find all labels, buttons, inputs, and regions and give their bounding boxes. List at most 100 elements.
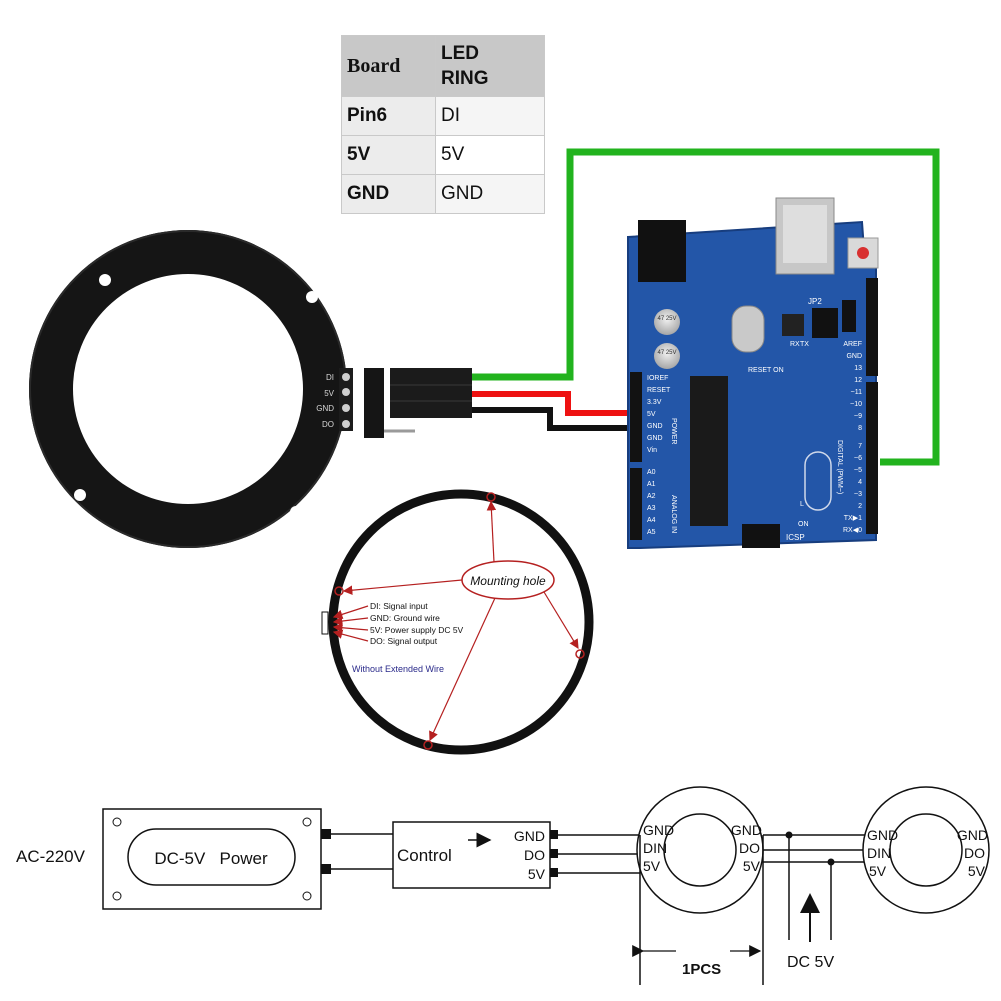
table-cell-ring: 5V — [435, 135, 545, 175]
board-pin-label: ~10 — [850, 401, 862, 408]
board-pin-label: Vin — [647, 447, 657, 454]
reset-button — [847, 237, 879, 269]
controller-box — [392, 821, 551, 889]
board-pin-label: GND — [647, 435, 663, 442]
input-label: AC-220V — [16, 847, 86, 866]
ring-pin: GND — [957, 827, 988, 843]
small-chip — [782, 314, 804, 336]
header-board: Board — [341, 35, 436, 97]
atmega-chip — [690, 376, 728, 526]
pin-description: 5V: Power supply DC 5V — [370, 625, 464, 635]
controller-label: Control — [397, 846, 452, 865]
board-pin-label: AREF — [843, 341, 862, 348]
icsp-label: ICSP — [786, 533, 805, 542]
board-pin-label: A1 — [647, 481, 656, 488]
dc-5v-label: DC 5V — [787, 954, 834, 971]
board-pin-label: RESET — [647, 387, 671, 394]
power-header — [630, 372, 642, 462]
supply-label: DC-5V Power — [154, 849, 268, 868]
ring-pin-label: 5V — [324, 389, 334, 398]
header-led-ring: LED RING — [435, 35, 545, 97]
board-pin-label: 13 — [854, 365, 862, 372]
board-pin-label: 2 — [858, 503, 862, 510]
led-ring-board: DI 5V GND DO — [29, 230, 472, 548]
board-pin-label: 5V — [647, 411, 656, 418]
cap-label: 47 25V — [657, 350, 676, 356]
board-pin-label: GND — [846, 353, 862, 360]
table-cell-board: Pin6 — [341, 96, 436, 136]
pin-header — [364, 368, 384, 438]
ring-pcb — [29, 230, 347, 548]
board-pin-label: TX▶1 — [844, 515, 862, 522]
ring-pin: DIN — [867, 845, 891, 861]
board-pin-label: A0 — [647, 469, 656, 476]
jp2-label: JP2 — [808, 297, 822, 306]
pin-mapping-table: Board LED RING Pin6 DI 5V 5V GND GND — [341, 35, 545, 214]
table-row: GND GND — [341, 174, 545, 214]
icsp-header — [742, 524, 780, 548]
cap-label: 47 25V — [657, 316, 676, 322]
mounting-hole-icon — [575, 649, 585, 659]
callout-text: Mounting hole — [470, 574, 546, 588]
analog-in-label: ANALOG IN — [670, 495, 677, 533]
pin-description: DI: Signal input — [370, 601, 428, 611]
ring-outline — [328, 489, 594, 755]
board-pin-label: 3.3V — [647, 399, 662, 406]
ring-pin: DIN — [643, 840, 667, 856]
rx-label: RX — [790, 341, 800, 348]
ring-pin: 5V — [643, 858, 661, 874]
board-pin-label: 12 — [854, 377, 862, 384]
ring-pin: 5V — [968, 863, 986, 879]
board-pin-label: 4 — [858, 479, 862, 486]
mounting-hole-icon — [486, 492, 496, 502]
board-pin-label: 7 — [858, 443, 862, 450]
led-ring-2 — [862, 786, 990, 914]
board-pin-label: A5 — [647, 529, 656, 536]
callout-bubble — [461, 560, 555, 600]
usb-port — [775, 197, 835, 275]
ring-pin: GND — [867, 827, 898, 843]
ring-pin-label: DO — [322, 420, 334, 429]
table-cell-ring: DI — [435, 96, 545, 136]
ring-pin: GND — [643, 822, 674, 838]
digital-header-bottom — [866, 382, 878, 534]
board-pin-label: 8 — [858, 425, 862, 432]
board-pin-label: GND — [647, 423, 663, 430]
power-supply-box — [102, 808, 322, 910]
ring-pin: DO — [964, 845, 985, 861]
logo-oval — [804, 451, 832, 511]
board-pin-label: ~6 — [854, 455, 862, 462]
table-header-row: Board LED RING — [341, 35, 545, 97]
crystal — [731, 305, 765, 353]
board-pin-label: A2 — [647, 493, 656, 500]
mounting-hole-icon — [99, 274, 111, 286]
ring-pin-label: GND — [316, 404, 334, 413]
controller-pin: GND — [514, 828, 545, 844]
mounting-hole-icon — [74, 489, 86, 501]
pcs-label: 1PCS — [682, 961, 721, 978]
pin-description: GND: Ground wire — [370, 613, 440, 623]
tx-label: TX — [800, 341, 809, 348]
table-cell-board: GND — [341, 174, 436, 214]
power-label: POWER — [670, 418, 677, 444]
mounting-hole-icon — [423, 740, 433, 750]
board-pin-label: ~11 — [851, 389, 862, 396]
dupont-connector — [390, 368, 472, 418]
ring-pin: 5V — [743, 858, 761, 874]
digital-label: DIGITAL (PWM~) — [836, 440, 843, 494]
mounting-hole-icon — [290, 506, 302, 518]
table-row: Pin6 DI — [341, 96, 545, 136]
note-text: Without Extended Wire — [352, 664, 444, 674]
analog-header — [630, 468, 642, 540]
board-pin-label: ~5 — [854, 467, 862, 474]
table-cell-board: 5V — [341, 135, 436, 175]
dc-jack — [638, 220, 686, 282]
arduino-board: 47 25V 47 25V JP2 RESET ON ICSP — [627, 197, 879, 549]
on-label: ON — [798, 521, 809, 528]
pin-description: DO: Signal output — [370, 636, 438, 646]
mounting-hole-icon — [334, 586, 344, 596]
controller-pin: 5V — [528, 866, 546, 882]
digital-header-top — [866, 278, 878, 376]
table-row: 5V 5V — [341, 135, 545, 175]
